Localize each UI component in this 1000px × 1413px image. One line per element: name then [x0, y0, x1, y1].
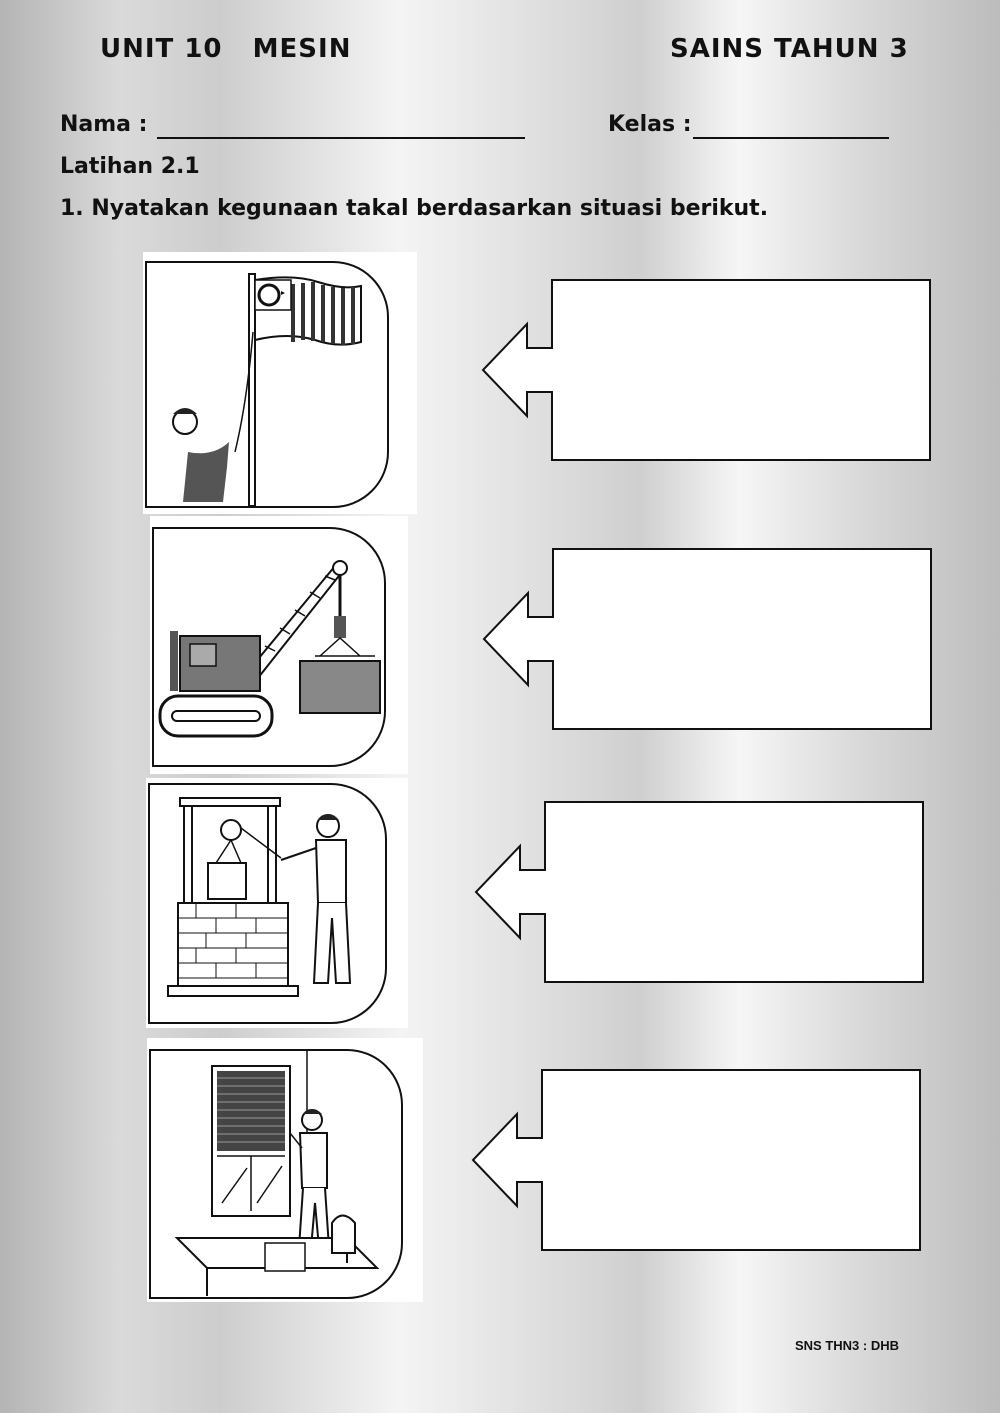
question-text: 1. Nyatakan kegunaan takal berdasarkan s… [60, 196, 769, 221]
exercise-title: Latihan 2.1 [60, 154, 200, 179]
answer-box-4[interactable] [470, 1068, 922, 1254]
nama-label: Nama : [60, 112, 148, 137]
window-blind-pulley-icon [147, 1038, 423, 1302]
flag-pole-pulley-icon [143, 252, 417, 514]
footer-code: SNS THN3 : DHB [795, 1338, 900, 1353]
answer-box-2[interactable] [481, 547, 933, 733]
answer-box-3[interactable] [473, 800, 925, 986]
subject-title: SAINS TAHUN 3 [670, 34, 909, 64]
well-pulley-icon [146, 778, 408, 1028]
unit-title: UNIT 10 MESIN [100, 34, 352, 64]
nama-field[interactable] [157, 137, 525, 139]
kelas-field[interactable] [693, 137, 889, 139]
answer-box-1[interactable] [480, 278, 932, 464]
kelas-label: Kelas : [608, 112, 692, 137]
crane-pulley-icon [150, 516, 408, 774]
